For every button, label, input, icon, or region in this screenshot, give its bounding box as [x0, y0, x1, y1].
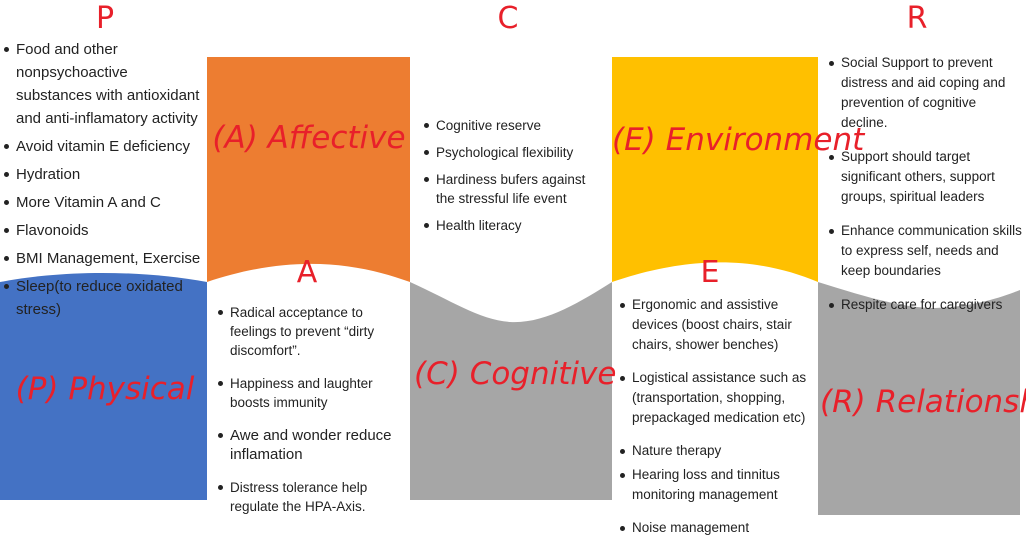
environment-list: Ergonomic and assistive devices (boost c… [620, 295, 816, 551]
list-item: Nature therapy [620, 441, 816, 461]
relationship-panel [818, 282, 1020, 515]
list-item: Distress tolerance help regulate the HPA… [218, 478, 404, 516]
cognitive-title: (C) Cognitive [414, 356, 617, 392]
list-item: Happiness and laughter boosts immunity [218, 374, 404, 412]
environment-title: (E) Environment [612, 122, 865, 158]
affective-list: Radical acceptance to feelings to preven… [218, 303, 404, 530]
letter-p: P [95, 1, 115, 36]
list-item: BMI Management, Exercise [4, 247, 207, 270]
list-item: Hearing loss and tinnitus monitoring man… [620, 465, 816, 505]
list-item: Enhance communication skills to express … [829, 221, 1024, 281]
letter-e: E [700, 255, 720, 290]
list-item: Ergonomic and assistive devices (boost c… [620, 295, 816, 355]
physical-list: Food and other nonpsychoactive substance… [4, 38, 207, 326]
list-item: Support should target significant others… [829, 147, 1024, 207]
letter-r: R [906, 1, 928, 36]
list-item: More Vitamin A and C [4, 191, 207, 214]
list-item: Awe and wonder reduce inflamation [218, 426, 404, 464]
list-item: Hardiness bufers against the stressful l… [424, 170, 604, 208]
cognitive-list: Cognitive reserve Psychological flexibil… [424, 116, 604, 243]
cognitive-panel [410, 282, 612, 500]
list-item: Flavonoids [4, 219, 207, 242]
list-item: Logistical assistance such as (transport… [620, 368, 816, 428]
list-item: Hydration [4, 163, 207, 186]
list-item: Social Support to prevent distress and a… [829, 53, 1024, 133]
list-item: Sleep(to reduce oxidated stress) [4, 275, 207, 321]
letter-a: A [296, 255, 318, 290]
affective-title: (A) Affective [212, 120, 406, 156]
relationship-list: Social Support to prevent distress and a… [829, 53, 1024, 329]
environment-panel [612, 57, 818, 282]
physical-panel [0, 272, 207, 500]
list-item: Cognitive reserve [424, 116, 604, 135]
letter-c: C [497, 1, 519, 36]
physical-title: (P) Physical [15, 371, 195, 407]
list-item: Respite care for caregivers [829, 295, 1024, 315]
relationship-title: (R) Relationship [820, 384, 1026, 420]
list-item: Food and other nonpsychoactive substance… [4, 38, 207, 130]
list-item: Health literacy [424, 216, 604, 235]
affective-panel [207, 57, 410, 282]
list-item: Psychological flexibility [424, 143, 604, 162]
list-item: Radical acceptance to feelings to preven… [218, 303, 404, 360]
list-item: Avoid vitamin E deficiency [4, 135, 207, 158]
list-item: Noise management [620, 518, 816, 538]
